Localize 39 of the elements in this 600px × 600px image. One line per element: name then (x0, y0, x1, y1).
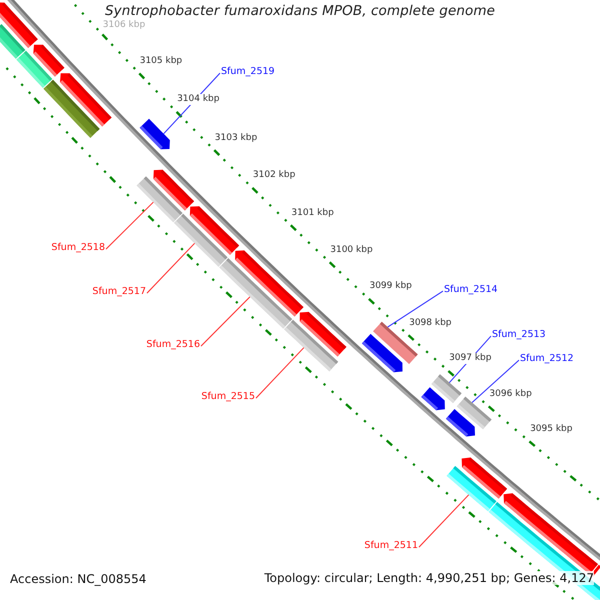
feature-bar (431, 374, 462, 404)
feature-bar (456, 396, 492, 430)
accession-text: Accession: NC_008554 (10, 572, 146, 586)
scale-label: 3103 kbp (214, 132, 258, 143)
feature-bar (284, 320, 338, 372)
feature-bar (174, 214, 228, 267)
feature-bar (446, 466, 496, 512)
scale-label: 3099 kbp (369, 281, 412, 292)
scale-label: 3102 kbp (252, 170, 296, 181)
leader-line (256, 347, 304, 399)
scale-label: 3105 kbp (140, 56, 182, 66)
gene-label: Sfum_2517 (92, 286, 146, 298)
genome-info-text: Topology: circular; Length: 4,990,251 bp; Genes: 4,127 (264, 571, 594, 586)
gene-label: Sfum_2514 (444, 284, 498, 296)
feature-bar (219, 258, 292, 329)
gene-label: Sfum_2515 (201, 391, 255, 402)
scale-label: 3097 kbp (449, 353, 492, 364)
map-title: Syntrophobacter fumaroxidans MPOB, complete genome (104, 3, 496, 20)
gene-bar (140, 118, 170, 150)
gene-label: Sfum_2516 (146, 339, 200, 350)
scale-label: 3100 kbp (330, 244, 373, 256)
scale-label: 3098 kbp (409, 318, 452, 328)
scale-label: 3101 kbp (291, 208, 334, 218)
gene-label: Sfum_2511 (364, 540, 418, 552)
leader-line (106, 202, 154, 250)
leader-line (472, 360, 520, 403)
gene-label: Sfum_2512 (520, 353, 574, 364)
leader-line (387, 290, 444, 328)
leader-line (418, 494, 470, 548)
gene-label: Sfum_2518 (51, 242, 105, 254)
scale-label: 3096 kbp (489, 388, 532, 400)
scale-label: 3104 kbp (177, 94, 220, 105)
gene-label: Sfum_2519 (221, 66, 275, 78)
gene-label: Sfum_2513 (492, 329, 546, 340)
leader-line (146, 242, 196, 294)
leader-line (200, 296, 250, 347)
feature-bar (136, 176, 182, 222)
scale-label: 3106 kbp (102, 20, 146, 30)
scale-label: 3095 kbp (530, 424, 572, 434)
